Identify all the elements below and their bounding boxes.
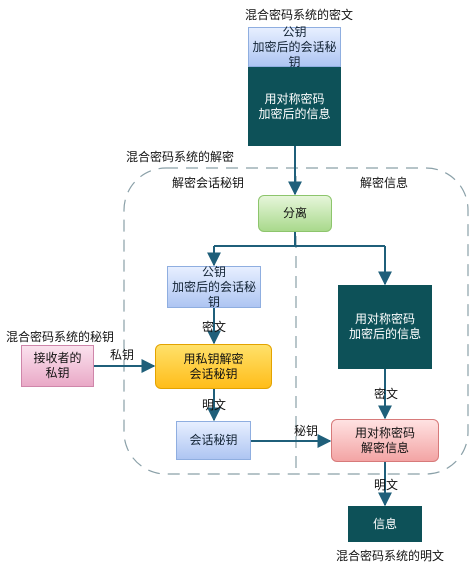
label-top-ciphertext: 混合密码系统的密文: [245, 8, 354, 22]
separate-box: 分离: [258, 195, 332, 232]
session-key-box: 会话秘钥: [176, 421, 251, 460]
arrow-label-private-key: 私钥: [110, 348, 135, 362]
arrow-label-ciphertext-2: 密文: [374, 387, 399, 401]
label-hybrid-decrypt: 混合密码系统的解密: [126, 150, 235, 164]
arrow-label-ciphertext-1: 密文: [202, 320, 227, 334]
top-encrypted-session-key-box: 公钥 加密后的会话秘钥: [248, 25, 341, 69]
mid-encrypted-session-key-box: 公钥 加密后的会话秘钥: [167, 265, 261, 309]
arrow-label-plaintext-1: 明文: [202, 398, 227, 412]
mid-encrypted-message-box: 用对称密码 加密后的信息: [338, 285, 432, 369]
label-decrypt-message: 解密信息: [360, 176, 409, 190]
message-box: 信息: [348, 506, 422, 542]
receiver-private-key-box: 接收者的 私钥: [21, 345, 94, 387]
label-hybrid-private-key: 混合密码系统的秘钥: [6, 330, 115, 344]
private-key-decrypt-box: 用私钥解密 会话秘钥: [155, 344, 272, 389]
arrow-label-plaintext-2: 明文: [374, 478, 399, 492]
arrow-label-secret-key: 秘钥: [294, 424, 319, 438]
top-encrypted-message-box: 用对称密码 加密后的信息: [248, 67, 341, 146]
symmetric-decrypt-box: 用对称密码 解密信息: [331, 419, 439, 462]
label-decrypt-session-key: 解密会话秘钥: [172, 176, 245, 190]
label-bottom-plaintext: 混合密码系统的明文: [336, 549, 445, 563]
